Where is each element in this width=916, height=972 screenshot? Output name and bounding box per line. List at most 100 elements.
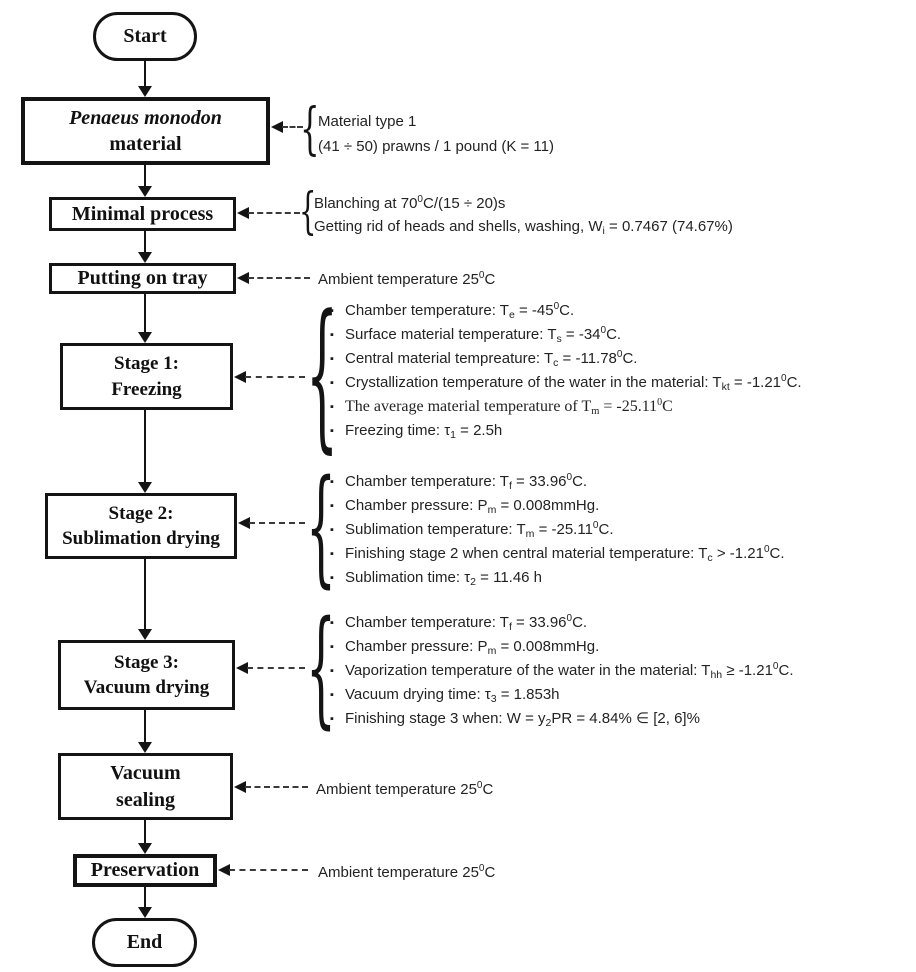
annotation-stage3-line2: ▪Chamber pressure: Pm = 0.008mmHg. bbox=[330, 638, 600, 657]
annotation-stage1-line6: ▪Freezing time: τ1 = 2.5h bbox=[330, 419, 802, 443]
bullet-icon: ▪ bbox=[330, 305, 334, 317]
bullet-icon: ▪ bbox=[330, 572, 334, 584]
annotation-stage3-line1: ▪Chamber temperature: Tf = 33.960C. bbox=[330, 613, 588, 633]
annotation-stage2: ▪Chamber temperature: Tf = 33.960C. ▪Cha… bbox=[330, 470, 785, 590]
annotation-stage1-line2: ▪Surface material temperature: Ts = -340… bbox=[330, 325, 622, 345]
node-stage2-line1: Stage 2: bbox=[108, 502, 174, 524]
annotation-stage3: ▪Chamber temperature: Tf = 33.960C. ▪Cha… bbox=[330, 611, 793, 731]
annotation-material: Material type 1 (41 ÷ 50) prawns / 1 pou… bbox=[318, 109, 554, 159]
annotation-stage3-line4: ▪Vacuum drying time: τ3 = 1.853h bbox=[330, 686, 560, 705]
node-stage2-sublimation-drying: Stage 2: Sublimation drying bbox=[45, 493, 237, 559]
node-material-line1: Penaeus monodon bbox=[69, 106, 222, 129]
node-stage1-line2: Freezing bbox=[111, 378, 182, 400]
annotation-preservation: Ambient temperature 250C bbox=[318, 861, 495, 884]
arrow-down-material-minimal bbox=[138, 165, 152, 197]
annotation-tray-line1: Ambient temperature 250C bbox=[318, 270, 496, 289]
dashed-line-preservation bbox=[229, 869, 308, 871]
node-material: Penaeus monodon material bbox=[21, 97, 270, 165]
dashed-line-minimal bbox=[248, 212, 300, 214]
bullet-icon: ▪ bbox=[330, 425, 334, 437]
annotation-stage2-line2: ▪Chamber pressure: Pm = 0.008mmHg. bbox=[330, 497, 600, 516]
annotation-stage3-line5: ▪Finishing stage 3 when: W = y2PR = 4.84… bbox=[330, 710, 700, 729]
annotation-stage2-line4: ▪Finishing stage 2 when central material… bbox=[330, 544, 785, 564]
bullet-icon: ▪ bbox=[330, 689, 334, 701]
annotation-material-line2: (41 ÷ 50) prawns / 1 pound (K = 11) bbox=[318, 138, 555, 155]
annotation-stage1-line4: ▪Crystallization temperature of the wate… bbox=[330, 373, 802, 393]
annotation-stage2-line1: ▪Chamber temperature: Tf = 33.960C. bbox=[330, 472, 588, 492]
bullet-icon: ▪ bbox=[330, 401, 334, 413]
brace-material: { bbox=[300, 97, 320, 162]
bullet-icon: ▪ bbox=[330, 617, 334, 629]
annotation-stage3-line3: ▪Vaporization temperature of the water i… bbox=[330, 661, 794, 681]
arrow-down-stage1-stage2 bbox=[138, 410, 152, 493]
annotation-sealing-line1: Ambient temperature 250C bbox=[316, 780, 494, 799]
annotation-minimal-line1: Blanching at 700C/(15 ÷ 20)s bbox=[314, 194, 506, 213]
bullet-icon: ▪ bbox=[330, 665, 334, 677]
annotation-stage2-line3: ▪Sublimation temperature: Tm = -25.110C. bbox=[330, 520, 614, 540]
arrow-down-preservation-end bbox=[138, 887, 152, 918]
bullet-icon: ▪ bbox=[330, 353, 334, 365]
annotation-minimal: Blanching at 700C/(15 ÷ 20)s Getting rid… bbox=[314, 192, 733, 238]
arrowhead-left-preservation bbox=[218, 864, 230, 876]
node-material-line2: material bbox=[109, 133, 182, 155]
arrowhead-left-minimal bbox=[237, 207, 249, 219]
arrowhead-left-stage1 bbox=[234, 371, 246, 383]
node-start-label: Start bbox=[123, 25, 167, 48]
arrow-down-tray-stage1 bbox=[138, 294, 152, 343]
dashed-line-material bbox=[282, 126, 303, 128]
annotation-stage1-line3: ▪Central material tempreature: Tc = -11.… bbox=[330, 349, 638, 369]
node-putting-on-tray-label: Putting on tray bbox=[77, 267, 208, 290]
brace-stage2: { bbox=[306, 453, 336, 601]
arrowhead-left-tray bbox=[237, 272, 249, 284]
brace-stage3: { bbox=[306, 594, 336, 742]
node-minimal-process-label: Minimal process bbox=[71, 202, 214, 225]
annotation-stage2-line5: ▪Sublimation time: τ2 = 11.46 h bbox=[330, 569, 543, 588]
brace-stage1: { bbox=[306, 280, 339, 469]
arrowhead-left-stage3 bbox=[236, 662, 248, 674]
bullet-icon: ▪ bbox=[330, 377, 334, 389]
node-stage1-freezing: Stage 1: Freezing bbox=[60, 343, 233, 410]
bullet-icon: ▪ bbox=[330, 500, 334, 512]
bullet-icon: ▪ bbox=[330, 524, 334, 536]
annotation-material-line1: Material type 1 bbox=[318, 113, 417, 130]
node-stage3-line2: Vacuum drying bbox=[83, 677, 210, 698]
annotation-preservation-line1: Ambient temperature 250C bbox=[318, 863, 496, 882]
arrow-down-start-material bbox=[138, 61, 152, 97]
annotation-tray: Ambient temperature 250C bbox=[318, 268, 495, 291]
dashed-line-sealing bbox=[245, 786, 308, 788]
node-preservation: Preservation bbox=[73, 854, 217, 887]
dashed-line-tray bbox=[248, 277, 310, 279]
annotation-minimal-line2: Getting rid of heads and shells, washing… bbox=[314, 218, 733, 237]
node-stage1-line1: Stage 1: bbox=[114, 353, 179, 375]
node-end-label: End bbox=[126, 931, 163, 954]
bullet-icon: ▪ bbox=[330, 713, 334, 725]
bullet-icon: ▪ bbox=[330, 548, 334, 560]
annotation-sealing: Ambient temperature 250C bbox=[316, 778, 493, 801]
bullet-icon: ▪ bbox=[330, 476, 334, 488]
node-putting-on-tray: Putting on tray bbox=[49, 263, 236, 294]
node-minimal-process: Minimal process bbox=[49, 197, 236, 231]
node-preservation-label: Preservation bbox=[90, 859, 200, 882]
dashed-line-stage3 bbox=[247, 667, 305, 669]
dashed-line-stage1 bbox=[245, 376, 305, 378]
arrow-down-minimal-tray bbox=[138, 231, 152, 263]
arrow-down-sealing-preservation bbox=[138, 820, 152, 854]
arrowhead-left-material bbox=[271, 121, 283, 133]
node-start: Start bbox=[93, 12, 197, 61]
annotation-stage1: ▪Chamber temperature: Te = -450C. ▪Surfa… bbox=[330, 299, 802, 443]
node-stage3-line1: Stage 3: bbox=[114, 651, 179, 673]
bullet-icon: ▪ bbox=[330, 329, 334, 341]
dashed-line-stage2 bbox=[249, 522, 305, 524]
node-stage2-line2: Sublimation drying bbox=[62, 528, 220, 549]
annotation-stage1-line1: ▪Chamber temperature: Te = -450C. bbox=[330, 301, 575, 321]
node-vacuum-sealing-line2: sealing bbox=[116, 788, 175, 811]
annotation-stage1-line5: ▪The average material temperature of Tm … bbox=[330, 397, 673, 417]
arrowhead-left-sealing bbox=[234, 781, 246, 793]
node-end: End bbox=[92, 918, 197, 967]
arrow-down-stage3-sealing bbox=[138, 710, 152, 753]
arrow-down-stage2-stage3 bbox=[138, 559, 152, 640]
brace-minimal: { bbox=[299, 182, 317, 240]
node-stage3-vacuum-drying: Stage 3: Vacuum drying bbox=[58, 640, 235, 710]
node-vacuum-sealing: Vacuum sealing bbox=[58, 753, 233, 820]
